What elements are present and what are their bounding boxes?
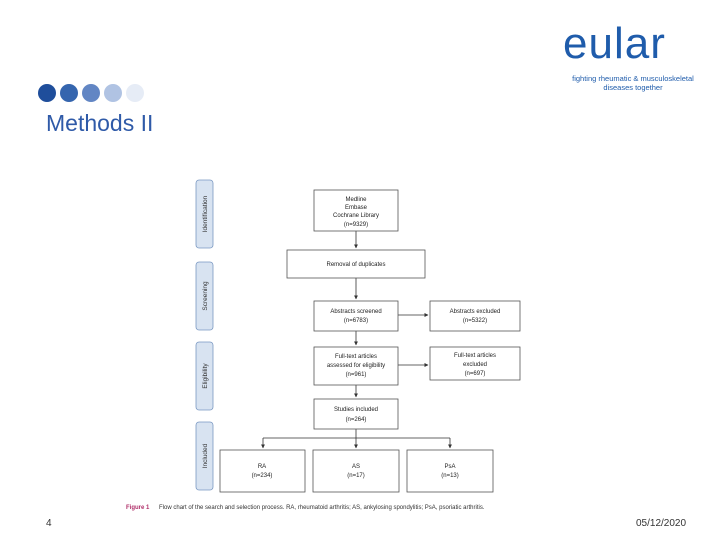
box-databases-line1: Medline — [345, 197, 367, 203]
box-psa: PsA (n=13) — [406, 449, 494, 493]
slide-title: Methods II — [46, 110, 154, 136]
stage-identification-label: Identification — [202, 195, 209, 232]
stage-screening-label: Screening — [202, 281, 209, 311]
box-psa-line1: PsA — [444, 464, 455, 470]
page-number: 4 — [46, 518, 52, 529]
box-duplicates: Removal of duplicates — [286, 249, 426, 279]
caption-label: Figure 1 — [126, 505, 150, 511]
progress-dot-2 — [60, 84, 78, 102]
box-ra: RA (n=234) — [219, 449, 306, 493]
box-as-line1: AS — [352, 464, 360, 470]
stage-screening: Screening — [195, 261, 214, 331]
box-excluded-fulltext-line1: Full-text articles — [454, 353, 496, 359]
box-ra-line1: RA — [258, 464, 266, 470]
box-fulltext-line3: (n=961) — [346, 372, 367, 378]
box-excluded-fulltext-line3: (n=697) — [465, 371, 486, 377]
box-excluded-fulltext-line2: excluded — [463, 362, 487, 368]
box-as: AS (n=17) — [312, 449, 400, 493]
box-databases-line4: (n=9329) — [344, 222, 368, 228]
box-databases-line2: Embase — [345, 205, 368, 211]
box-excluded-abstracts-line2: (n=5322) — [463, 318, 487, 324]
caption-text: Flow chart of the search and selection p… — [159, 505, 485, 511]
progress-dot-3 — [82, 84, 100, 102]
stage-identification: Identification — [195, 179, 214, 249]
figure-caption: Figure 1 Flow chart of the search and se… — [126, 505, 485, 511]
logo-tagline-line2: diseases together — [603, 83, 663, 92]
box-fulltext-line2: assessed for eligibility — [327, 363, 385, 369]
box-screened-line1: Abstracts screened — [330, 309, 381, 315]
slide-date: 05/12/2020 — [636, 518, 687, 529]
box-included-line2: (n=264) — [346, 417, 367, 423]
stage-eligibility-label: Eligibility — [202, 363, 209, 389]
box-excluded-fulltext: Full-text articles excluded (n=697) — [429, 346, 521, 381]
box-databases-line3: Cochrane Library — [333, 213, 379, 219]
box-excluded-abstracts: Abstracts excluded (n=5322) — [429, 300, 521, 332]
box-excluded-abstracts-line1: Abstracts excluded — [450, 309, 501, 315]
stage-included-label: Included — [202, 443, 209, 468]
box-fulltext-line1: Full-text articles — [335, 354, 377, 360]
logo-wordmark: eular — [563, 19, 666, 68]
box-fulltext: Full-text articles assessed for eligibil… — [313, 346, 399, 386]
box-included-line1: Studies included — [334, 407, 378, 413]
stage-included: Included — [195, 421, 214, 491]
box-psa-line2: (n=13) — [441, 473, 459, 479]
box-databases: Medline Embase Cochrane Library (n=9329) — [313, 189, 399, 232]
box-screened-line2: (n=6783) — [344, 318, 368, 324]
flow-connectors — [261, 231, 452, 449]
progress-dots — [38, 84, 144, 102]
progress-dot-5 — [126, 84, 144, 102]
box-screened: Abstracts screened (n=6783) — [313, 300, 399, 332]
progress-dot-4 — [104, 84, 122, 102]
box-as-line2: (n=17) — [347, 473, 365, 479]
logo-tagline-line1: fighting rheumatic & musculoskeletal — [572, 74, 694, 83]
box-included: Studies included (n=264) — [313, 398, 399, 430]
logo-tagline: fighting rheumatic & musculoskeletal dis… — [563, 74, 703, 92]
progress-dot-1 — [38, 84, 56, 102]
eular-logo: eular fighting rheumatic & musculoskelet… — [563, 19, 703, 93]
box-ra-line2: (n=234) — [252, 473, 273, 479]
box-duplicates-line1: Removal of duplicates — [326, 262, 385, 268]
stage-eligibility: Eligibility — [195, 341, 214, 411]
